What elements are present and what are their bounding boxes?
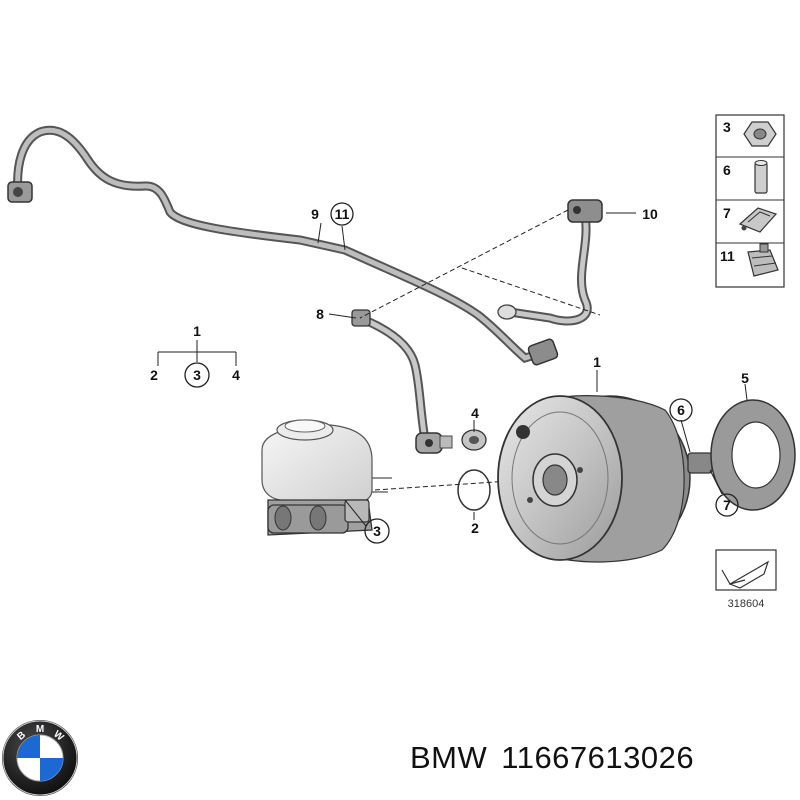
callout-8: 8 xyxy=(316,306,324,322)
panel-num-7: 7 xyxy=(723,205,731,221)
hose-8 xyxy=(351,309,453,454)
gasket-5 xyxy=(710,399,796,511)
brand-name: BMW xyxy=(410,740,488,775)
vacuum-hose xyxy=(7,125,559,366)
o-ring-2 xyxy=(457,469,491,511)
panel-num-6: 6 xyxy=(723,162,731,178)
callout-circles xyxy=(184,202,739,544)
side-parts-panel: 3 6 7 11 xyxy=(715,114,785,288)
panel-num-3: 3 xyxy=(723,119,731,135)
callout-7: 7 xyxy=(723,497,731,513)
hose-clamp-icon xyxy=(747,243,779,277)
spring-clip-icon xyxy=(738,207,778,233)
svg-text:M: M xyxy=(36,724,44,735)
callout-5: 5 xyxy=(741,370,749,386)
figure-number: 318604 xyxy=(728,598,765,610)
legend-1: 1 xyxy=(193,323,201,339)
legend-2: 2 xyxy=(150,367,158,383)
callout-3-cylinder: 3 xyxy=(373,523,381,539)
part-caption: BMW 11667613026 xyxy=(410,740,708,776)
nut-icon xyxy=(743,121,777,147)
hose-10 xyxy=(497,199,603,326)
brake-booster xyxy=(497,395,713,563)
callout-6: 6 xyxy=(677,402,685,418)
part-number: 11667613026 xyxy=(501,740,695,775)
callout-9: 9 xyxy=(311,206,319,222)
callout-1-main: 1 xyxy=(593,354,601,370)
callout-10: 10 xyxy=(642,206,658,222)
legend-3: 3 xyxy=(193,367,201,383)
pin-icon xyxy=(754,160,768,194)
callout-2-oring: 2 xyxy=(471,520,479,536)
leader-lines xyxy=(157,212,748,527)
figure-reference: 318604 xyxy=(715,549,777,610)
callout-11: 11 xyxy=(335,206,350,222)
legend-4: 4 xyxy=(232,367,240,383)
bmw-logo-icon: B M W xyxy=(2,720,78,796)
panel-num-11: 11 xyxy=(720,248,735,264)
master-cylinder xyxy=(261,419,392,536)
callout-4-grommet: 4 xyxy=(471,405,479,421)
grommet-4 xyxy=(461,429,487,451)
